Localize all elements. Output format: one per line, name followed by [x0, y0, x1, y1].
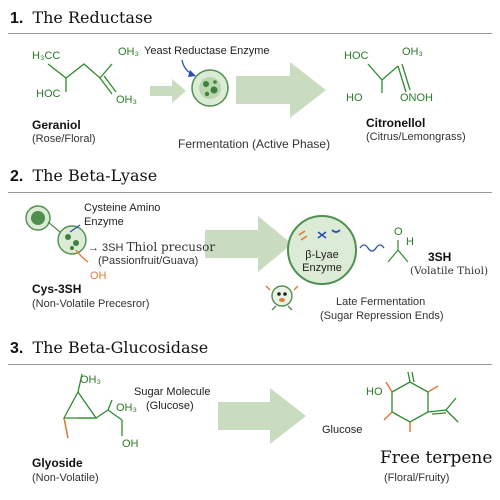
section-3-number: 3.	[10, 340, 24, 357]
glyoside-atom-1: OH₃	[80, 374, 101, 386]
geraniol-name: Geraniol	[32, 118, 81, 132]
oh-pointer	[75, 249, 89, 263]
reductase-enzyme-label: Yeast Reductase Enzyme	[144, 45, 270, 57]
section-1-rule	[8, 33, 492, 34]
section-2-title-text: The Beta-Lyase	[32, 166, 158, 185]
late-fermentation-label-2: (Sugar Repression Ends)	[320, 310, 444, 322]
precursor-desc: (Passionfruit/Guava)	[98, 255, 199, 267]
geraniol-atom-2: OH₃	[118, 46, 139, 58]
precursor-line: → 3SH Thiol precusor	[88, 240, 215, 254]
section-2-title: 2. The Beta-Lyase	[10, 166, 157, 186]
precursor-prefix: → 3SH	[88, 242, 124, 254]
citronellol-atom-4: ONOH	[400, 92, 433, 104]
yeast-mascot	[265, 285, 299, 311]
citronellol-atom-2: OH₃	[402, 46, 423, 58]
terpene-orange-2	[427, 385, 439, 393]
citronellol-atom-1: HOC	[344, 50, 369, 62]
glucose-label: Glucose	[322, 424, 363, 436]
citronellol-name: Citronellol	[366, 116, 426, 130]
terpene-orange-4	[383, 411, 393, 421]
3sh-atom-o: O	[394, 226, 403, 238]
volatile-wave	[359, 244, 385, 252]
section-3-title: 3. The Beta-Glucosidase	[10, 338, 208, 358]
beta-lyase-label-1: β-Lyae	[305, 249, 339, 261]
reductase-enzyme-cell	[191, 69, 229, 107]
geraniol-desc: (Rose/Floral)	[32, 133, 96, 145]
cysteine-enzyme-cells	[25, 205, 87, 255]
arrow-big-1	[236, 62, 326, 118]
arrow-big-2	[205, 216, 292, 272]
section-3-rule	[8, 364, 492, 365]
cys3sh-desc: (Non-Volatile Precesror)	[32, 298, 150, 310]
cysteine-label-2: Enzyme	[84, 216, 124, 228]
oh-label: OH	[90, 270, 107, 282]
precursor-title: Thiol precusor	[126, 240, 216, 254]
3sh-atom-h: H	[406, 236, 414, 248]
citronellol-desc: (Citrus/Lemongrass)	[366, 131, 466, 143]
cysteine-label-1: Cysteine Amino	[84, 202, 161, 214]
enzyme-pointer-2	[69, 224, 81, 233]
glyoside-desc: (Non-Volatile)	[32, 472, 99, 484]
3sh-name: 3SH	[428, 250, 452, 264]
geraniol-atom-4: OH₃	[116, 94, 137, 106]
arrow-small-1	[150, 79, 186, 103]
geraniol-atom-1: H₃CC	[32, 50, 61, 62]
cys3sh-name: Cys-3SH	[32, 282, 82, 296]
arrow-big-3	[218, 388, 306, 444]
late-fermentation-label-1: Late Fermentation	[336, 296, 426, 308]
glyoside-name: Glyoside	[32, 456, 83, 470]
terpene-structure	[391, 371, 459, 423]
section-2-rule	[8, 192, 492, 193]
section-1-title-text: The Reductase	[32, 8, 153, 27]
section-1-title: 1. The Reductase	[10, 8, 153, 28]
section-3-title-text: The Beta-Glucosidase	[32, 338, 209, 357]
beta-lyase-label-2: Enzyme	[302, 262, 342, 274]
3sh-structure	[387, 240, 409, 263]
glyoside-orange-bond	[63, 417, 69, 439]
glyoside-atom-2: OH₃	[116, 402, 137, 414]
geraniol-atom-3: HOC	[36, 88, 61, 100]
glyoside-atom-3: OH	[122, 438, 139, 450]
citronellol-atom-3: HO	[346, 92, 363, 104]
sugar-label-2: (Glucose)	[146, 400, 194, 412]
terpene-atom-ho: HO	[366, 386, 383, 398]
3sh-desc: (Volatile Thiol)	[410, 265, 489, 277]
section-1-number: 1.	[10, 10, 24, 27]
sugar-label-1: Sugar Molecule	[134, 386, 211, 398]
section-2-number: 2.	[10, 168, 24, 185]
terpene-orange-1	[385, 381, 393, 393]
citronellol-structure	[367, 63, 411, 93]
reductase-process-label: Fermentation (Active Phase)	[178, 137, 331, 151]
enzyme-pointer-1	[181, 59, 193, 75]
terpene-desc: (Floral/Fruity)	[384, 472, 450, 484]
terpene-name: Free terpene	[380, 448, 493, 468]
